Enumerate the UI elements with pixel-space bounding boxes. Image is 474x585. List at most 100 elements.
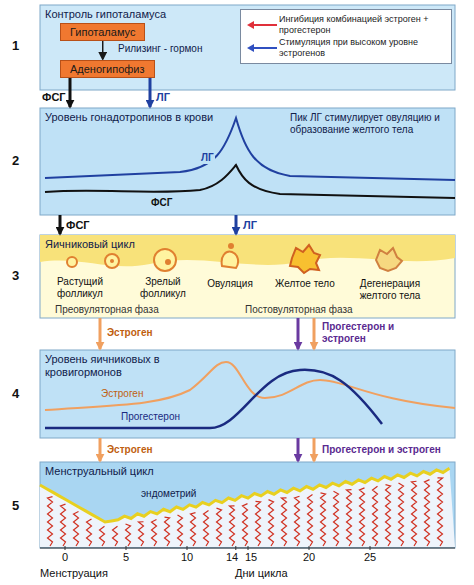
panel-grounds — [40, 5, 455, 548]
legend-text: Ингибиция комбинацией эстроген + прогест… — [279, 14, 447, 36]
legend-sample — [245, 42, 279, 54]
panel-title: Контроль гипоталамуса — [45, 8, 235, 21]
axis-tick — [126, 546, 127, 550]
legend-row: Стимуляция при высоком уровне эстрогенов — [245, 37, 447, 59]
ovulation — [222, 252, 238, 268]
annotation: Эстроген — [100, 388, 144, 400]
spiral-artery — [217, 508, 222, 546]
connector-label: Эстроген — [107, 327, 153, 339]
connector-label: ЛГ — [243, 219, 257, 232]
legend-row: Ингибиция комбинацией эстроген + прогест… — [245, 14, 447, 36]
panel-ground — [40, 235, 455, 318]
callout-number: 1 — [12, 38, 19, 53]
axis-tick — [309, 546, 310, 550]
spiral-artery — [152, 519, 157, 546]
follicle — [105, 254, 119, 268]
spiral-artery — [100, 526, 105, 546]
axis-tick-label: 25 — [364, 551, 376, 564]
connector-label: Прогестерон и эстроген — [322, 321, 412, 345]
panel-ground — [40, 350, 455, 438]
annotation: Дни цикла — [235, 567, 288, 580]
annotation: Овуляция — [207, 278, 253, 290]
legend-text: Стимуляция при высоком уровне эстрогенов — [279, 37, 447, 59]
axis-tick-label: 5 — [123, 551, 129, 564]
panel-title: Менструальный цикл — [45, 465, 225, 478]
spiral-artery — [139, 522, 144, 546]
connector-arrow — [313, 318, 316, 349]
spiral-artery — [165, 517, 170, 546]
panel-ground — [40, 108, 455, 215]
gland-box: Аденогипофиз — [60, 60, 155, 78]
axis-tick-label: 20 — [303, 551, 315, 564]
connector-arrow — [102, 41, 104, 59]
spiral-artery — [87, 519, 92, 546]
spiral-artery — [230, 506, 235, 546]
callout-number: 3 — [12, 268, 19, 283]
annotation: Зрелый фолликул — [133, 276, 193, 300]
connector-arrow — [235, 215, 238, 234]
spiral-artery — [113, 526, 118, 546]
annotation: Дегенерация желтого тела — [350, 278, 430, 302]
connector-arrow — [99, 438, 102, 461]
annotation: Прогестерон — [120, 411, 181, 423]
connector-arrow — [99, 318, 102, 349]
follicle — [154, 249, 176, 271]
sample-head — [247, 21, 254, 29]
spiral-artery — [386, 485, 391, 546]
axis-tick — [248, 546, 249, 550]
axis-tick-label: 0 — [62, 551, 68, 564]
connector-label: ФСГ — [42, 91, 66, 104]
spiral-artery — [256, 501, 261, 546]
spiral-artery — [360, 488, 365, 546]
sample-head — [247, 44, 254, 52]
panel-title: Уровень яичниковых в кровигормонов — [45, 353, 195, 379]
follicle — [67, 257, 77, 267]
connector-label: Рилизинг - гормон — [118, 43, 202, 55]
panel-band: Менструальный цикл — [40, 462, 455, 548]
spiral-artery — [61, 504, 66, 546]
annotation: Растущий фолликул — [45, 276, 115, 300]
connector-arrow — [59, 215, 62, 234]
ovum — [228, 243, 234, 249]
spiral-artery — [334, 491, 339, 546]
axis-tick-label: 15 — [245, 551, 257, 564]
spiral-artery — [243, 504, 248, 546]
spiral-artery — [191, 513, 196, 546]
callout-number: 2 — [12, 153, 19, 168]
connector-arrow — [69, 78, 72, 107]
connector-label: ФСГ — [66, 219, 90, 232]
endometrium — [40, 468, 455, 547]
annotation: Желтое тело — [275, 278, 335, 290]
spiral-artery — [295, 496, 300, 546]
connector-arrow — [149, 78, 152, 107]
connector-label: Эстроген — [107, 444, 153, 456]
axis-tick — [187, 546, 188, 550]
annotation: Менструация — [40, 567, 108, 580]
axis-tick-label: 10 — [181, 551, 193, 564]
spiral-artery — [373, 486, 378, 546]
annotation: ЛГ — [200, 152, 215, 164]
endometrium-layer — [40, 468, 455, 547]
connector-label: Прогестерон и эстроген — [322, 444, 441, 456]
panel-title: Уровень гонадотропинов в крови — [45, 111, 215, 124]
fsh-curve — [45, 165, 455, 198]
connector-arrow — [297, 318, 300, 349]
spiral-artery — [321, 493, 326, 546]
panel-ground — [40, 5, 455, 90]
spiral-artery — [269, 500, 274, 546]
gland-box: Гипоталамус — [60, 23, 145, 41]
axis-tick — [370, 546, 371, 550]
spiral-artery — [74, 511, 79, 546]
spiral-artery — [425, 480, 430, 546]
progesterone-curve — [45, 370, 382, 428]
day-axis — [40, 546, 455, 550]
spiral-artery — [48, 497, 53, 546]
box-text: Аденогипофиз — [70, 63, 145, 75]
connector-label: ЛГ — [156, 91, 170, 104]
axis-tick-label: 14 — [226, 551, 238, 564]
callout-number: 5 — [12, 498, 19, 513]
spiral-artery — [412, 481, 417, 546]
annotation: эндометрий — [140, 488, 197, 500]
spiral-artery — [204, 510, 209, 546]
spiral-artery — [282, 498, 287, 546]
